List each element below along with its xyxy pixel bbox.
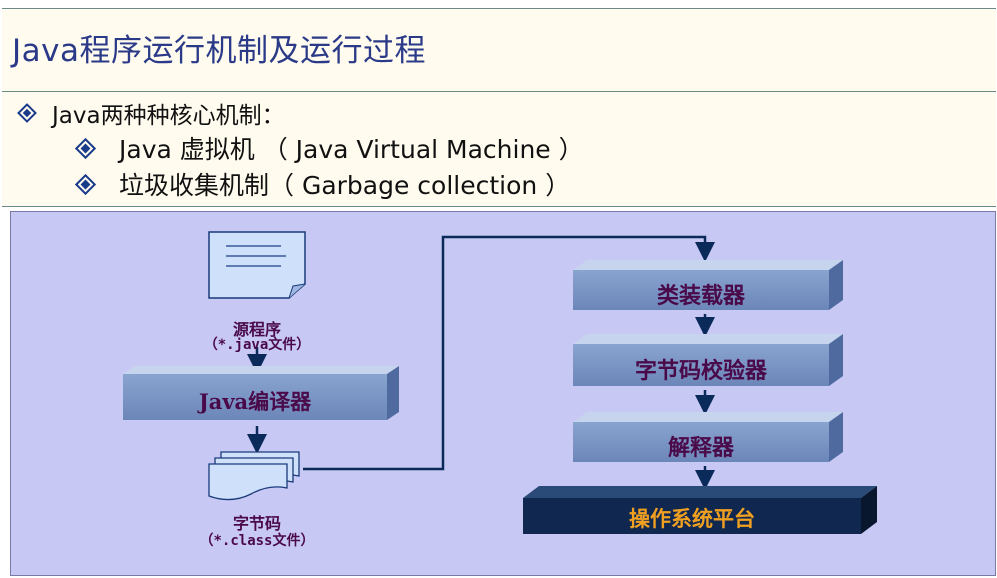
verifier-box (573, 334, 843, 386)
bullet-sub-gc: 垃圾收集机制（ Garbage collection ） (74, 166, 571, 202)
bullet-sub-jvm-text: Java 虚拟机 （ Java Virtual Machine ） (119, 135, 584, 164)
compiler-label: Java编译器 (198, 389, 312, 414)
slide-title: Java程序运行机制及运行过程 (12, 33, 426, 69)
interpreter-label: 解释器 (667, 435, 734, 461)
diamond-bullet-icon (74, 173, 97, 195)
verifier-label: 字节码校验器 (634, 358, 767, 384)
title-band: Java程序运行机制及运行过程 (2, 8, 996, 92)
bullet-sub-gc-text: 垃圾收集机制（ Garbage collection ） (119, 171, 571, 200)
java-runtime-diagram: 源程序 （*.java文件） Java编译器 字节码 （*.class文件） 类… (10, 211, 996, 576)
class-loader-box (573, 260, 843, 310)
os-platform-box (523, 486, 877, 534)
diagram-canvas (123, 231, 877, 534)
bullet-sub-jvm: Java 虚拟机 （ Java Virtual Machine ） (74, 130, 584, 166)
bullet-list: Java两种种核心机制： Java 虚拟机 （ Java Virtual Mac… (2, 92, 996, 207)
bytecode-files-icon (208, 451, 300, 501)
diamond-bullet-icon (17, 103, 37, 123)
diamond-bullet-icon (74, 137, 97, 159)
interpreter-box (573, 412, 843, 462)
bytecode-sub-label: （*.class文件） (199, 533, 315, 549)
source-label: 源程序 (232, 320, 281, 339)
source-sub-label: （*.java文件） (203, 337, 311, 353)
source-file-icon (208, 231, 306, 299)
bullet-main-text: Java两种种核心机制： (52, 103, 285, 129)
compiler-box (123, 366, 399, 420)
bytecode-label: 字节码 (232, 514, 281, 533)
os-platform-label: 操作系统平台 (629, 506, 755, 531)
class-loader-label: 类装载器 (656, 283, 745, 309)
arrow-bytecode-to-loader (303, 235, 715, 471)
bullet-main: Java两种种核心机制： (17, 96, 285, 130)
